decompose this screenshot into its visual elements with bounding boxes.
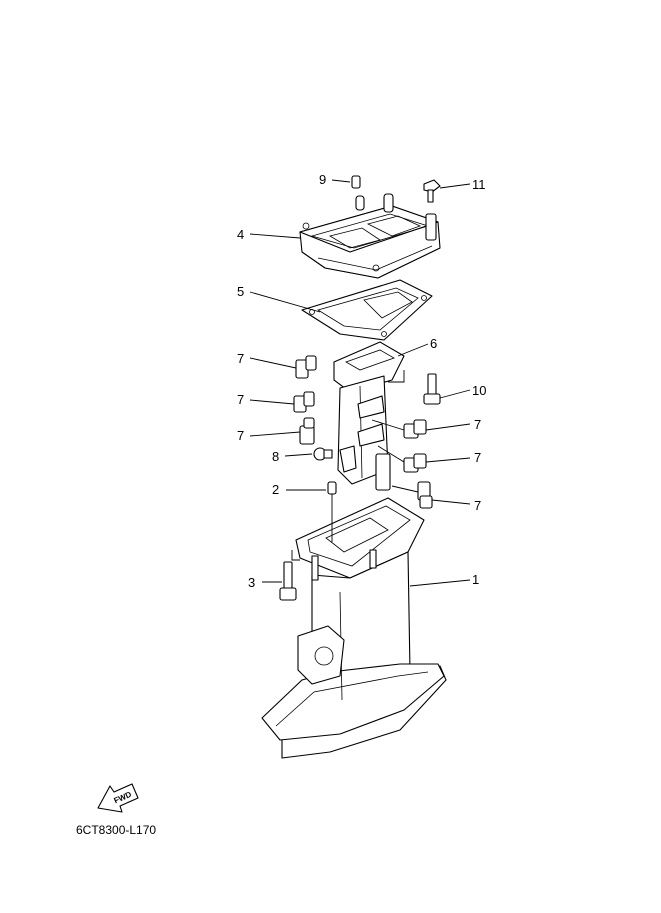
part-1-drive-shaft-housing xyxy=(261,497,447,759)
drawing-code: 6CT8300-L170 xyxy=(76,823,156,837)
part-10-bolt xyxy=(423,373,441,405)
part-7-mount-right-middle xyxy=(403,453,427,473)
callout-10: 10 xyxy=(472,383,486,398)
part-7-mount-left-lower xyxy=(299,417,315,445)
part-7-mount-left-middle xyxy=(293,391,315,413)
callout-7-c: 7 xyxy=(474,417,481,432)
part-11-bolt xyxy=(423,179,441,203)
callout-1: 1 xyxy=(472,572,479,587)
part-6-exhaust-guide xyxy=(333,341,405,491)
callout-4: 4 xyxy=(237,227,244,242)
part-3-bolt xyxy=(279,561,297,601)
part-7-mount-right-upper xyxy=(403,419,427,439)
callout-6: 6 xyxy=(430,336,437,351)
callout-8: 8 xyxy=(272,449,279,464)
part-5-gasket xyxy=(301,279,433,341)
fwd-arrow-icon: FWD xyxy=(97,783,139,813)
callout-9: 9 xyxy=(319,172,326,187)
part-8-plug xyxy=(313,447,333,461)
part-4-upper-case xyxy=(299,193,441,279)
leader-lines xyxy=(249,179,471,587)
callout-3: 3 xyxy=(248,575,255,590)
part-7-mount-left-upper xyxy=(295,355,317,379)
callout-2: 2 xyxy=(272,482,279,497)
callout-5: 5 xyxy=(237,284,244,299)
part-9-dowel-pin-top xyxy=(351,175,361,189)
callout-7-e: 7 xyxy=(474,450,481,465)
callout-7-f: 7 xyxy=(474,498,481,513)
part-2-dowel-pin xyxy=(327,481,337,495)
part-7-mount-right-lower xyxy=(417,481,433,509)
callout-11: 11 xyxy=(472,177,486,192)
callout-7-a: 7 xyxy=(237,351,244,366)
callout-7-b: 7 xyxy=(237,392,244,407)
callout-7-d: 7 xyxy=(237,428,244,443)
